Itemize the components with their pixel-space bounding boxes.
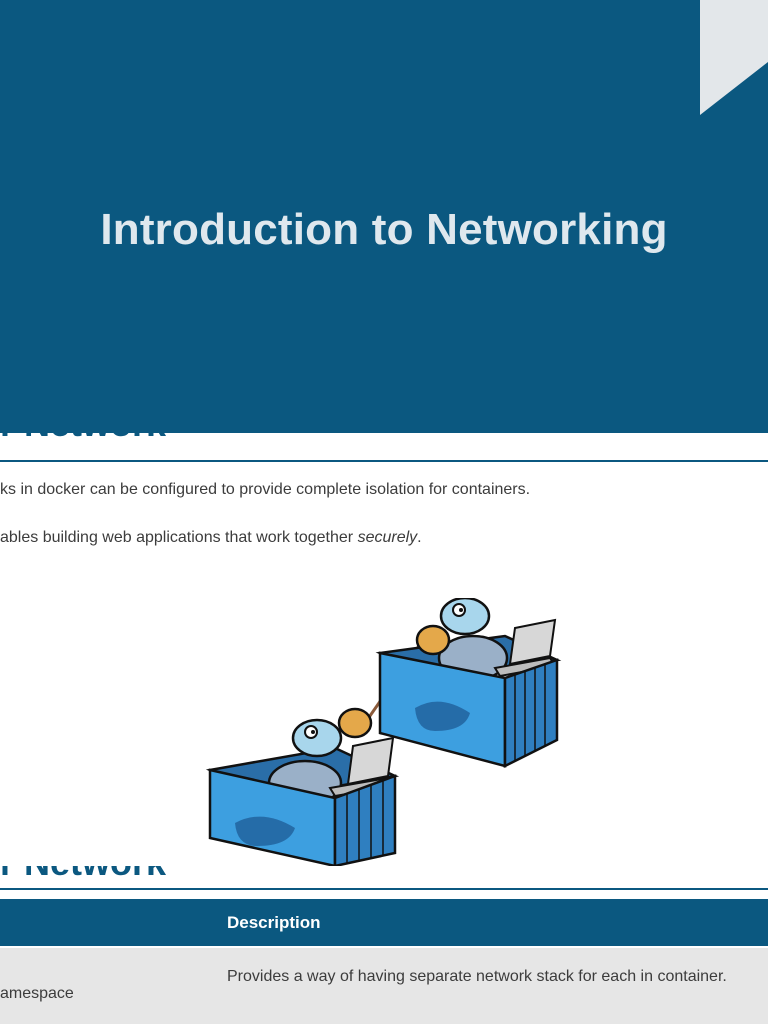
bullet-suffix: . [417,529,422,546]
front-container [205,707,400,866]
bullet-isolation: ks in docker can be configured to provid… [0,481,530,499]
slide-title: Introduction to Networking [100,205,668,254]
bullet-emphasis: securely [357,529,418,546]
network-components-slide: r Network Description amespace Provides … [0,866,768,1024]
slide-heading: r Network [0,433,166,445]
column-header-description: Description [227,913,321,932]
bullet-text: ables building web applications that wor… [0,529,358,546]
cell-component: amespace [0,985,74,1002]
table-header: Description [0,899,768,946]
table-row: amespace Provides a way of having separa… [0,948,768,1024]
docker-turtles-talking-illustration [205,598,562,866]
heading-rule [0,460,768,462]
isolation-slide: r Network ks in docker can be configured… [0,433,768,866]
slide-heading: r Network [0,866,166,884]
heading-rule [0,888,768,890]
bullet-text: ks in docker can be configured to provid… [0,481,531,498]
cell-description: Provides a way of having separate networ… [227,968,727,985]
title-slide: Introduction to Networking [0,0,768,433]
back-container [375,598,562,769]
corner-fold-decoration [700,0,768,115]
bullet-secure-apps: ables building web applications that wor… [0,529,422,547]
